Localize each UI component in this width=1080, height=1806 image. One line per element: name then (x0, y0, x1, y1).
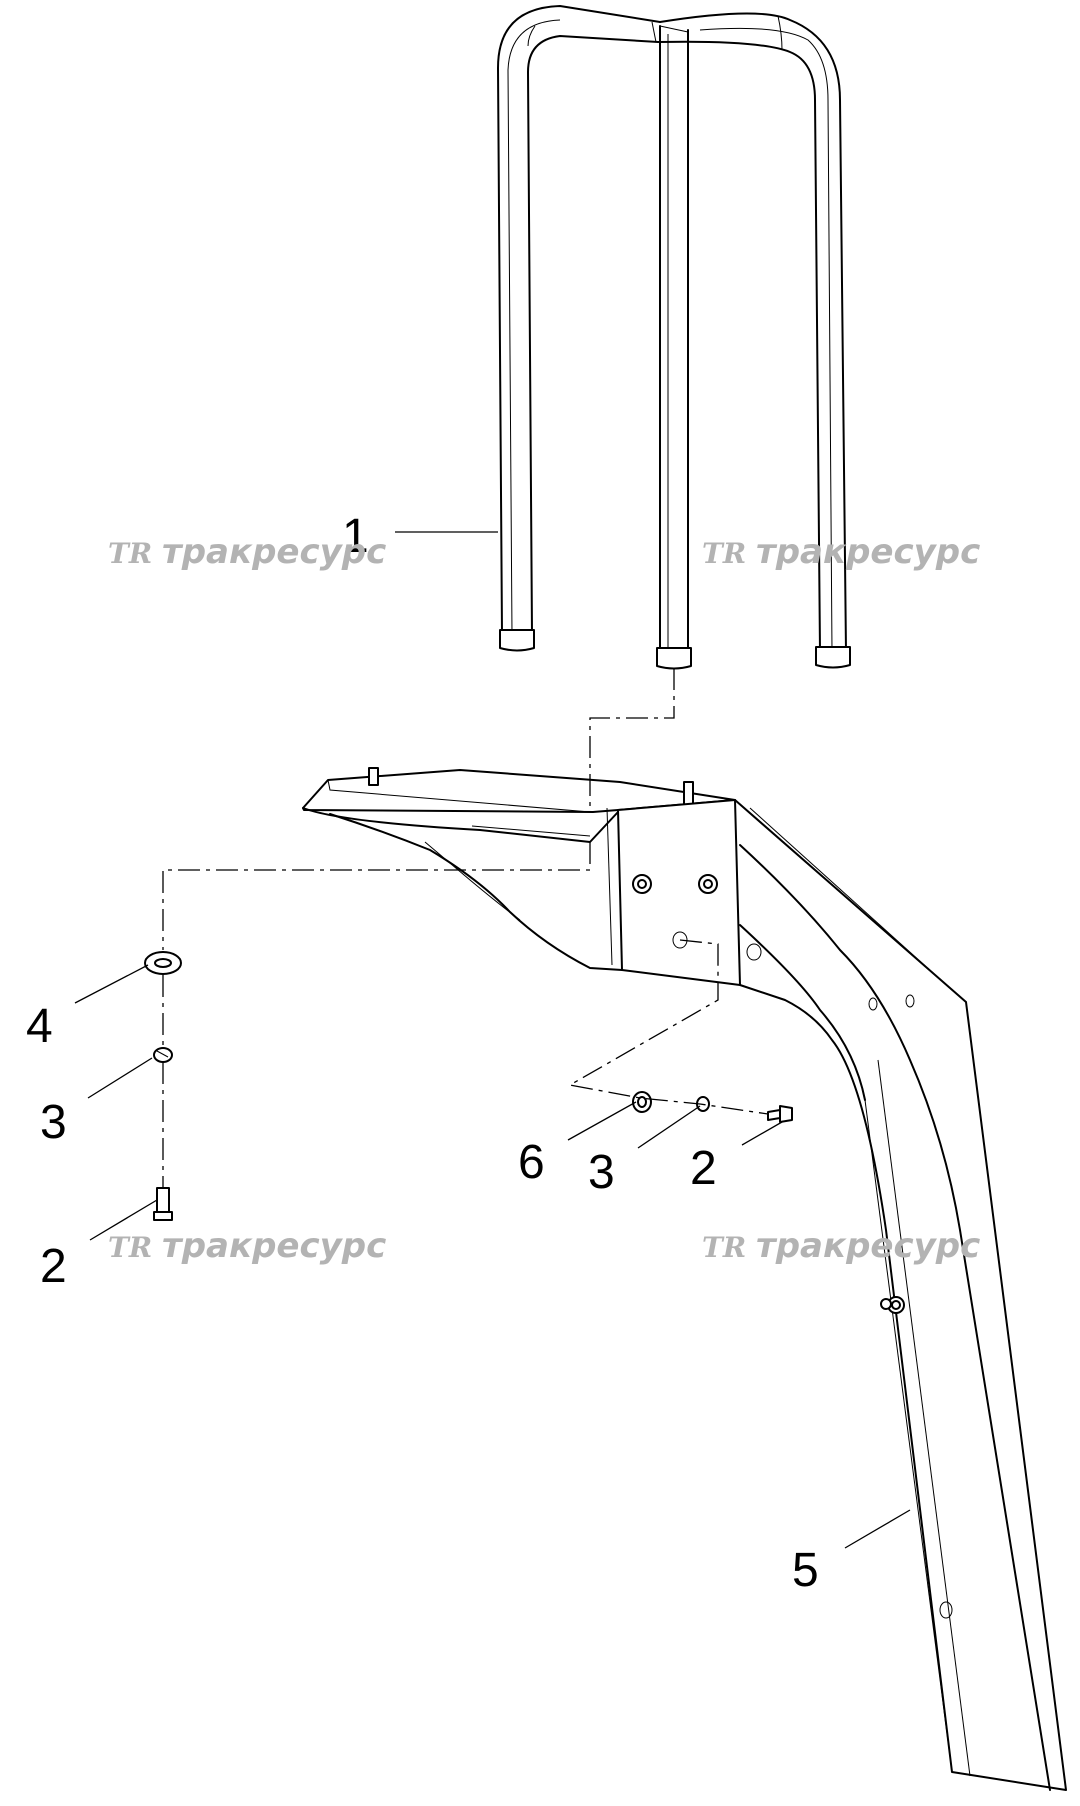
callout-flat-washer-left: 4 (26, 1000, 53, 1053)
svg-text:тракресурс: тракресурс (162, 1226, 386, 1266)
svg-text:TR: TR (108, 537, 152, 570)
fender-part (302, 767, 1067, 1791)
svg-text:TR: TR (108, 1231, 152, 1264)
watermarks: TR тракресурс TR тракресурс TR тракресур… (108, 532, 980, 1266)
lock-washer-left (153, 1047, 173, 1063)
flat-washer-left (144, 951, 182, 975)
bolt-right (767, 1105, 793, 1123)
callout-bolt-left: 2 (40, 1240, 67, 1293)
callout-rail: 1 (342, 510, 369, 563)
callout-bolt-right: 2 (690, 1142, 717, 1195)
watermark-top-right: TR тракресурс (702, 532, 980, 572)
callout-washer-right: 6 (518, 1136, 545, 1189)
svg-text:тракресурс: тракресурс (162, 532, 386, 572)
callout-lock-washer-right: 3 (588, 1146, 615, 1199)
bolt-left (153, 1187, 173, 1221)
svg-text:тракресурс: тракресурс (756, 532, 980, 572)
watermark-bottom-right: TR тракресурс (702, 1226, 980, 1266)
svg-text:тракресурс: тракресурс (756, 1226, 980, 1266)
callout-fender: 5 (792, 1544, 819, 1597)
watermark-bottom-left: TR тракресурс (108, 1226, 386, 1266)
assembly-lines (162, 668, 769, 1188)
leader-lines (74, 531, 911, 1549)
callout-labels: 1 4 3 2 6 3 2 5 (26, 510, 819, 1597)
svg-text:TR: TR (702, 537, 746, 570)
svg-text:TR: TR (702, 1231, 746, 1264)
handrail-part (497, 5, 851, 670)
callout-lock-washer-left: 3 (40, 1096, 67, 1149)
watermark-top-left: TR тракресурс (108, 532, 386, 572)
